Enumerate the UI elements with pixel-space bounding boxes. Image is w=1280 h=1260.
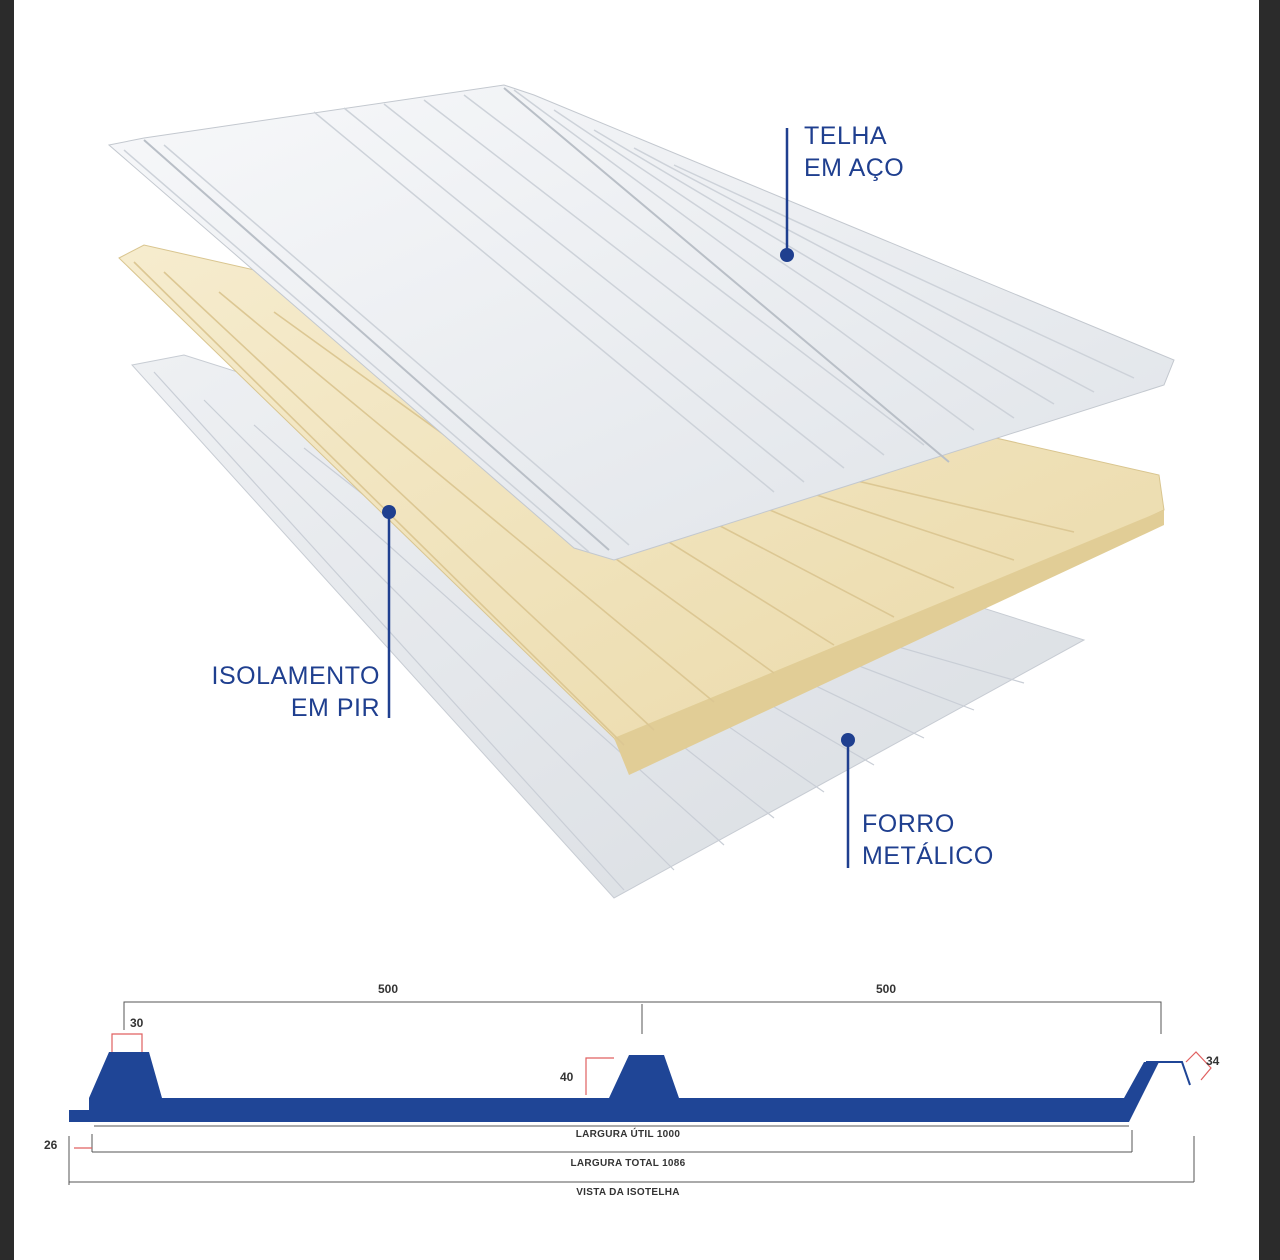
- dim-rib-height: 40: [560, 1070, 574, 1084]
- label-telha-em-aco: TELHA EM AÇO: [804, 120, 904, 184]
- profile-drawing: [68, 1001, 1212, 1185]
- callout-isolamento: [382, 505, 396, 718]
- callout-telha: [780, 128, 794, 262]
- label-line2: EM PIR: [290, 694, 380, 722]
- label-line1: ISOLAMENTO: [211, 662, 380, 690]
- label-line1: FORRO: [862, 810, 955, 838]
- dim-rib-top-width: 30: [130, 1016, 144, 1030]
- dim-view-label: VISTA DA ISOTELHA: [576, 1187, 680, 1198]
- label-forro-metalico: FORRO METÁLICO: [862, 808, 994, 872]
- dim-span-left: 500: [378, 982, 399, 996]
- product-sheet: TELHA EM AÇO ISOLAMENTO EM PIR FORRO MET…: [14, 0, 1259, 1260]
- steel-roof-sheet: [107, 84, 1175, 561]
- label-line2: METÁLICO: [862, 842, 994, 870]
- label-line1: TELHA: [804, 122, 888, 150]
- dim-useful-width: LARGURA ÚTIL 1000: [575, 1129, 681, 1140]
- dim-total-width: LARGURA TOTAL 1086: [570, 1158, 686, 1169]
- dim-overlap-height: 34: [1206, 1054, 1220, 1068]
- dim-edge-offset: 26: [44, 1138, 58, 1152]
- label-line2: EM AÇO: [804, 154, 905, 182]
- trapezoid-profile: [69, 1052, 1179, 1122]
- label-isolamento-em-pir: ISOLAMENTO EM PIR: [200, 660, 380, 724]
- panel-illustration: [68, 84, 1212, 1185]
- dim-span-right: 500: [876, 982, 897, 996]
- callout-forro: [841, 733, 855, 868]
